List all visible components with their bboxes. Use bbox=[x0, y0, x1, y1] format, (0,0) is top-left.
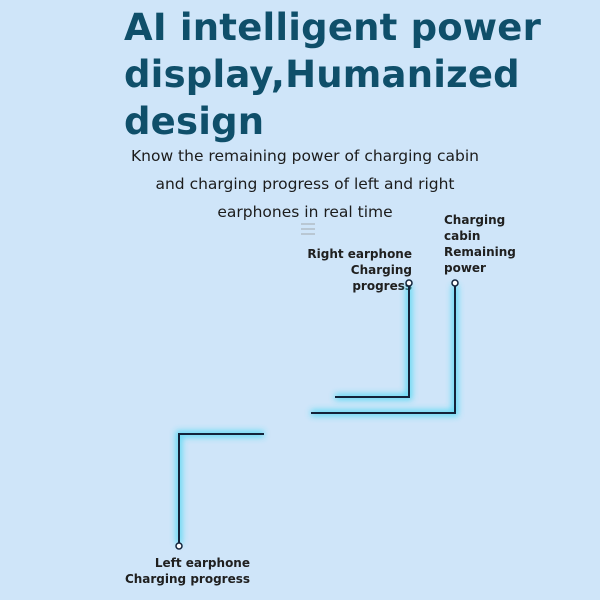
charging-cabin-label: Charging cabin Remaining power bbox=[444, 212, 554, 276]
left-earphone-label: Left earphone Charging progress bbox=[110, 555, 250, 587]
subtitle-line-2: and charging progress of left and right bbox=[155, 175, 455, 193]
right-earphone-marker bbox=[405, 279, 413, 287]
charging-cabin-label-line-2: cabin bbox=[444, 229, 481, 243]
charging-cabin-label-line-1: Charging bbox=[444, 213, 506, 227]
menu-icon bbox=[301, 223, 315, 236]
subtitle: Know the remaining power of charging cab… bbox=[110, 142, 500, 226]
headline-line-2: display,Humanized bbox=[124, 53, 520, 96]
headline-line-1: AI intelligent power bbox=[124, 6, 542, 49]
left-earphone-label-line-1: Left earphone bbox=[154, 556, 250, 570]
charging-cabin-marker bbox=[451, 279, 459, 287]
subtitle-line-1: Know the remaining power of charging cab… bbox=[130, 147, 479, 165]
left-earphone-callout bbox=[175, 431, 264, 550]
subtitle-line-3: earphones in real time bbox=[217, 203, 393, 221]
charging-cabin-label-line-4: power bbox=[444, 261, 486, 275]
headline-line-3: design bbox=[124, 100, 265, 143]
headline: AI intelligent power display,Humanized d… bbox=[124, 4, 594, 145]
left-earphone-label-line-2: Charging progress bbox=[124, 572, 250, 586]
right-earphone-callout bbox=[335, 279, 413, 400]
right-earphone-label-line-1: Right earphone bbox=[307, 247, 412, 261]
right-earphone-label: Right earphone Charging progress bbox=[290, 246, 412, 294]
charging-cabin-label-line-3: Remaining bbox=[444, 245, 516, 259]
charging-cabin-callout bbox=[311, 279, 459, 416]
right-earphone-label-line-2: Charging progress bbox=[350, 263, 412, 293]
left-earphone-marker bbox=[175, 542, 183, 550]
